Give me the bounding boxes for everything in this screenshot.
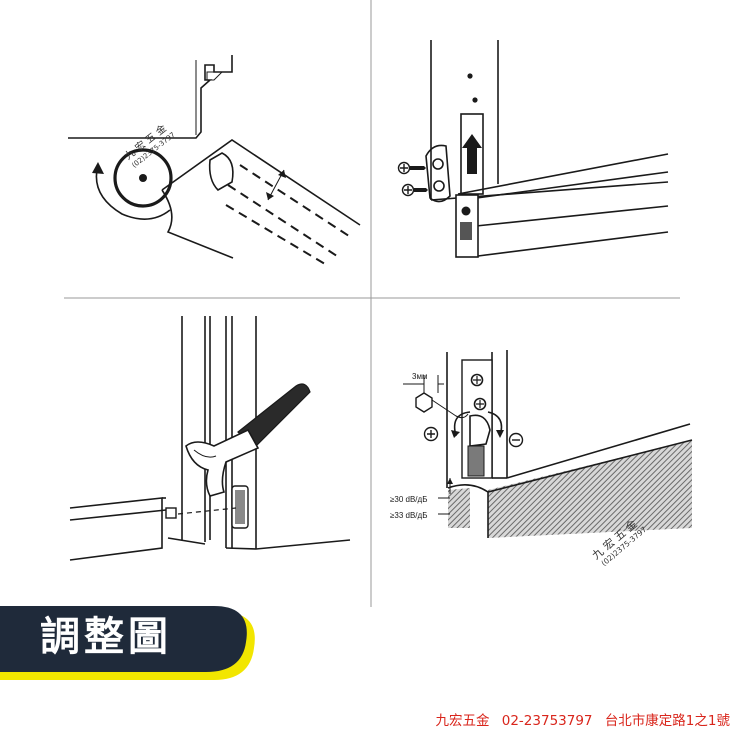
floor-top-edge bbox=[447, 439, 693, 493]
rotate-arrow-head bbox=[92, 162, 104, 174]
panel-hammer-insertion bbox=[69, 316, 351, 561]
seal-bar-end-cap bbox=[208, 152, 234, 191]
travel-arrow-head-top bbox=[278, 170, 286, 178]
mounting-bracket bbox=[425, 144, 451, 203]
sound-rating-2: ≥33 dB/дБ bbox=[390, 511, 427, 520]
strip-lower-edge bbox=[477, 231, 669, 257]
footer-contact: 九宏五金 02-23753797 台北市康定路1之1號 bbox=[435, 709, 730, 729]
seal-bar-dash-1 bbox=[239, 164, 353, 239]
hexagon-icon bbox=[415, 392, 433, 413]
strip-top bbox=[457, 153, 669, 195]
title-banner-background bbox=[0, 606, 247, 672]
door-hole-2 bbox=[472, 97, 478, 103]
strip-screw bbox=[461, 206, 471, 216]
floor-section bbox=[488, 440, 692, 538]
up-arrow-icon bbox=[462, 134, 482, 174]
hammer-icon bbox=[185, 383, 311, 497]
alignment-guide bbox=[177, 507, 237, 515]
seal-bar-dash-3 bbox=[225, 204, 326, 265]
hex-key-shaft bbox=[431, 399, 469, 419]
cam-wheel-hub bbox=[139, 174, 147, 182]
footer-phone: 02-23753797 bbox=[501, 713, 593, 729]
seal-bar-top bbox=[161, 139, 361, 226]
page-title: 調整圖 bbox=[40, 614, 172, 660]
door-bottom bbox=[506, 423, 691, 479]
frame-plate-texture bbox=[235, 490, 245, 524]
travel-arrow-head-bottom bbox=[266, 192, 274, 200]
seal-bar-pin bbox=[165, 507, 177, 519]
strip-slot bbox=[460, 113, 484, 195]
footer-shop-name: 九宏五金 bbox=[435, 713, 490, 729]
seal-lip bbox=[467, 445, 485, 477]
panel-fine-adjustment: 3мм ≥30 dB/дБ ≥33 dB/дБ 九 宏 五 金 (02)2375… bbox=[390, 350, 693, 568]
floor-line bbox=[167, 537, 351, 550]
screw-icon bbox=[397, 161, 426, 175]
seal-bar-bottom bbox=[161, 189, 234, 259]
rotate-arrow-icon bbox=[95, 164, 171, 220]
door-profile bbox=[68, 55, 233, 139]
panel-screw-mounting bbox=[397, 40, 669, 258]
footer-address: 台北市康定路1之1號 bbox=[604, 713, 730, 729]
minus-screw-icon bbox=[508, 432, 524, 448]
seal-bar-outline bbox=[69, 497, 163, 561]
seal-bar-dash-2 bbox=[227, 184, 341, 259]
strip-mechanism bbox=[460, 222, 472, 240]
strip-mid bbox=[461, 171, 669, 201]
floor-section-left bbox=[448, 488, 470, 528]
gap-label: 3мм bbox=[412, 372, 427, 381]
bracket-hole-bottom bbox=[433, 180, 445, 192]
plus-screw-icon bbox=[423, 426, 439, 442]
seal-bar-inner bbox=[69, 509, 167, 521]
door-bracket bbox=[206, 71, 224, 81]
panel-cam-adjustment: 九 宏 五 金 (02)2375-3797 bbox=[68, 55, 361, 265]
door-hole-1 bbox=[467, 73, 473, 79]
bracket-hole-top bbox=[432, 158, 444, 170]
sound-rating-1: ≥30 dB/дБ bbox=[390, 495, 427, 504]
adjust-cam bbox=[469, 414, 491, 447]
screw-icon bbox=[401, 183, 428, 197]
strip-upper-edge bbox=[475, 205, 669, 227]
